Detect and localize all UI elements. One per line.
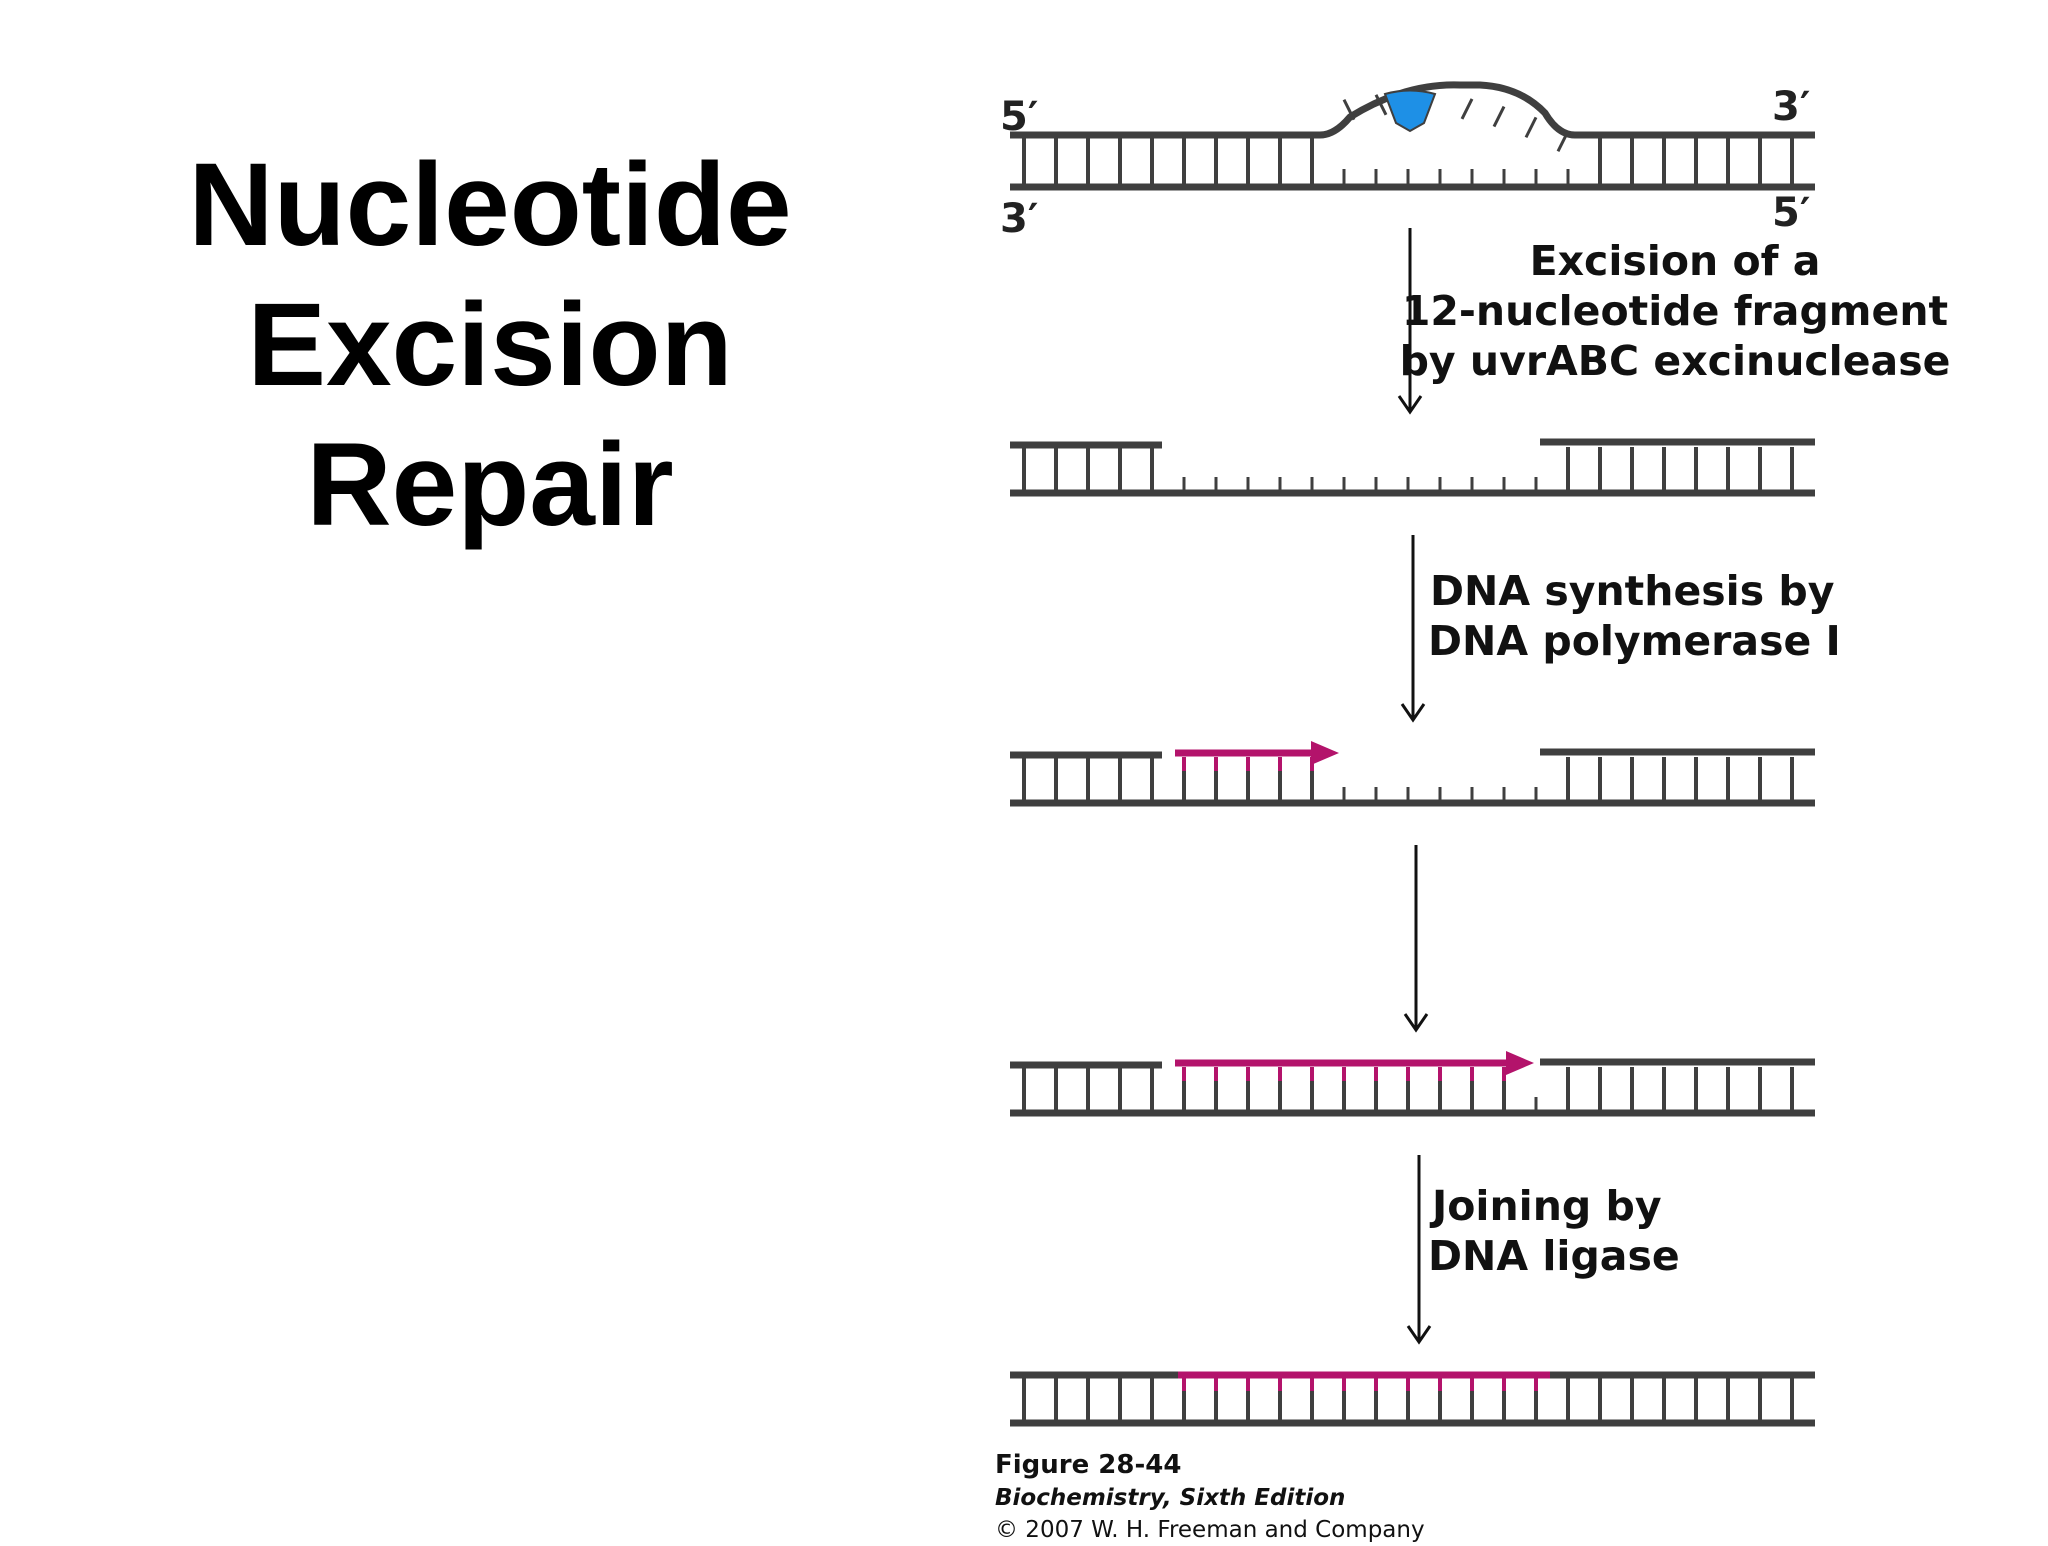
unpaired-base [1342,99,1356,121]
arrow-head [1403,1013,1429,1033]
step-label-line: Joining by [1429,1182,1662,1230]
coding-strand-with-lesion [1010,81,1815,139]
process-arrow-2 [1400,535,1426,723]
process-arrow-1 [1397,228,1423,415]
unpaired-base [1374,94,1388,116]
step-label-line: Excision of a [1530,237,1821,285]
unpaired-base [1492,105,1506,128]
title-line: Excision [247,279,733,411]
arrow-head [1397,395,1423,415]
dna-stages [1010,81,1815,1427]
step-label-line: by uvrABC excinuclease [1400,337,1951,385]
step-label-excision: Excision of a 12-nucleotide fragment by … [1400,237,1951,385]
figure-credit: Figure 28-44 Biochemistry, Sixth Edition… [995,1448,1425,1546]
process-arrow-3 [1403,845,1429,1033]
arrow-head [1406,1325,1432,1345]
unpaired-base [1524,116,1538,139]
book-title: Biochemistry, Sixth Edition [995,1485,1346,1511]
end-label-top-left: 5′ [1000,94,1038,140]
arrow-head [1400,703,1426,723]
title-line: Nucleotide [188,139,792,271]
process-arrows [1397,228,1432,1345]
slide-title: Nucleotide Excision Repair [150,135,830,555]
dna-stage-partially-filled-dna [1010,741,1815,807]
copyright-line: © 2007 W. H. Freeman and Company [995,1517,1425,1543]
synthesis-arrowhead [1506,1051,1534,1075]
title-line: Repair [306,419,674,551]
process-arrow-4 [1406,1155,1432,1345]
thymine-dimer-lesion [1383,89,1437,133]
step-label-line: 12-nucleotide fragment [1402,287,1948,335]
unpaired-base [1556,130,1570,153]
end-label-bottom-right: 5′ [1772,190,1810,236]
step-label-line: DNA synthesis by [1430,567,1834,615]
synthesis-arrowhead [1311,741,1339,765]
unpaired-base [1460,98,1474,120]
step-label-ligation: Joining by DNA ligase [1428,1182,1680,1280]
step-label-synthesis: DNA synthesis by DNA polymerase I [1428,567,1841,665]
step-label-line: DNA ligase [1428,1232,1680,1280]
step-label-line: DNA polymerase I [1428,617,1841,665]
figure-number: Figure 28-44 [995,1450,1182,1480]
dna-stage-damaged-dna [1010,81,1815,191]
dna-stage-gapped-dna [1010,438,1815,497]
dna-stage-repaired-dna [1010,1371,1815,1427]
dna-stage-filled-nicked-dna [1010,1051,1815,1117]
end-label-top-right: 3′ [1772,84,1810,130]
end-label-bottom-left: 3′ [1000,196,1038,242]
